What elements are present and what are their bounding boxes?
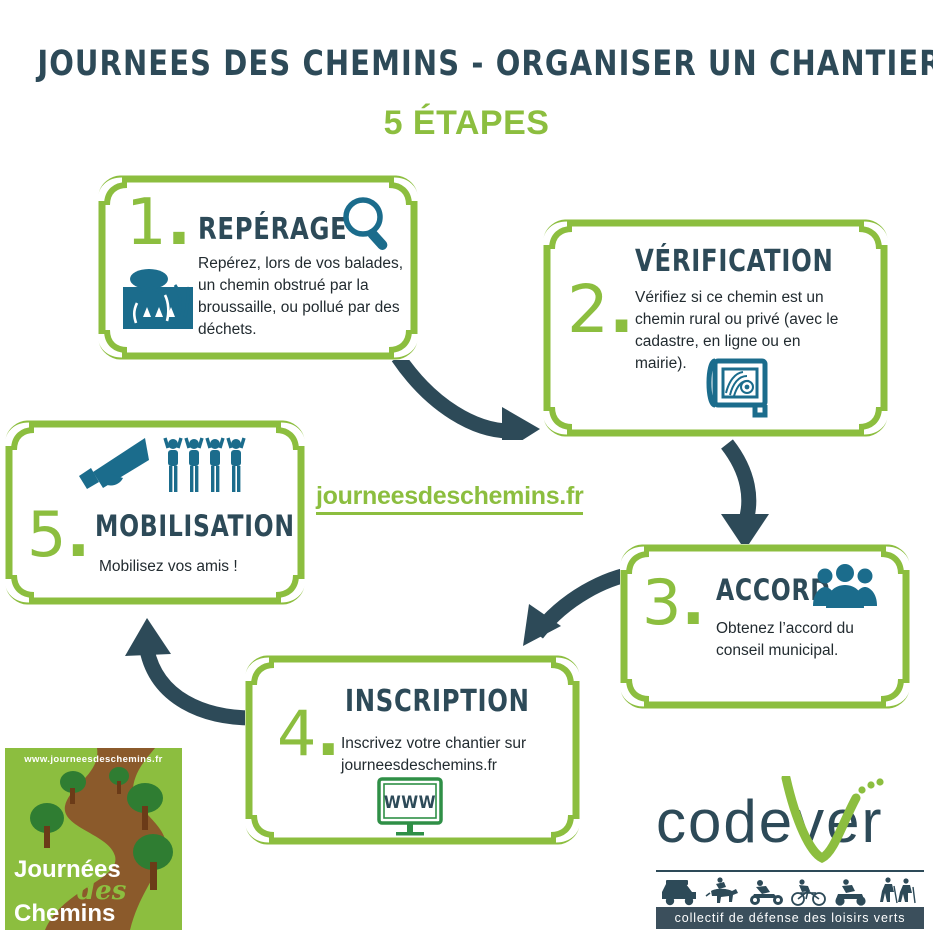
council-people-icon [813,564,877,608]
quad-icon [835,879,866,906]
codever-tagline: collectif de défense des loisirs verts [674,911,906,925]
page-subtitle: 5 ÉTAPES [383,104,550,142]
bicycle-icon [791,879,826,906]
step-number-4: 4. [277,697,341,770]
arrow-step1-to-step2 [391,352,540,440]
step-body-5: Mobilisez vos amis ! [99,558,238,575]
monitor-www-icon: WWW [371,777,451,839]
step-heading-3: ACCORD [716,573,831,607]
step-number-2: 2. [567,271,635,348]
step-card-5[interactable]: 5. MOBILISATION Mobilisez vos amis ! [5,420,305,605]
codever-tagline-band: collectif de défense des loisirs verts [656,907,924,929]
crowd-icon [163,437,246,492]
logo-line-2: Chemins [14,900,116,927]
codever-logo[interactable]: codever [650,776,928,929]
step-heading-5: MOBILISATION [95,509,295,543]
step-card-2[interactable]: 2. VÉRIFICATION Vérifiez si ce chemin es… [543,219,888,437]
logo-illustration [5,748,182,930]
4x4-icon [662,880,696,906]
step-body-3: Obtenez l’accord du conseil municipal. [716,620,854,659]
monitor-www-label: WWW [384,793,436,813]
arrow-step4-to-step5 [125,618,254,726]
step-body-2: Vérifiez si ce chemin est un chemin rura… [635,289,839,372]
megaphone-icon [79,438,149,489]
step-heading-1: REPÉRAGE [198,212,348,247]
step-body-4: Inscrivez votre chantier sur journeesdes… [341,735,527,774]
logo-word-des: des [77,876,127,906]
step-card-1[interactable]: 1. REPÉRAGE Repérez, lors de vos balades… [98,175,418,360]
step-heading-2: VÉRIFICATION [635,244,834,279]
step-body-1: Repérez, lors de vos balades, un chemin … [198,255,404,338]
step-number-1: 1. [126,186,192,260]
step-number-3: 3. [642,566,706,639]
step-heading-4: INSCRIPTION [345,684,530,719]
codever-divider [656,870,924,872]
codever-activities-row [662,877,916,906]
motorbike-icon [750,880,783,905]
magnifier-icon [343,197,388,250]
step-number-5: 5. [27,498,91,571]
center-url-link[interactable]: journeesdeschemins.fr [316,482,584,515]
hikers-icon [880,877,916,904]
journees-des-chemins-logo[interactable]: www.journeesdeschemins.fr Journées des C… [5,748,182,930]
step-card-3[interactable]: 3. ACCORD Obtenez l’accord du conseil mu… [620,544,910,709]
cadastre-map-icon [706,358,768,418]
horse-rider-icon [705,877,738,903]
tree-bush-icon [123,259,193,329]
codever-green-v-icon [781,776,884,864]
logo-url: www.journeesdeschemins.fr [24,754,163,765]
arrow-step2-to-step3 [720,439,769,550]
step-card-4[interactable]: 4. INSCRIPTION Inscrivez votre chantier … [245,655,580,845]
logo-line-1: Journées [14,856,121,883]
page-title: JOURNEES DES CHEMINS - ORGANISER UN CHAN… [37,44,933,84]
